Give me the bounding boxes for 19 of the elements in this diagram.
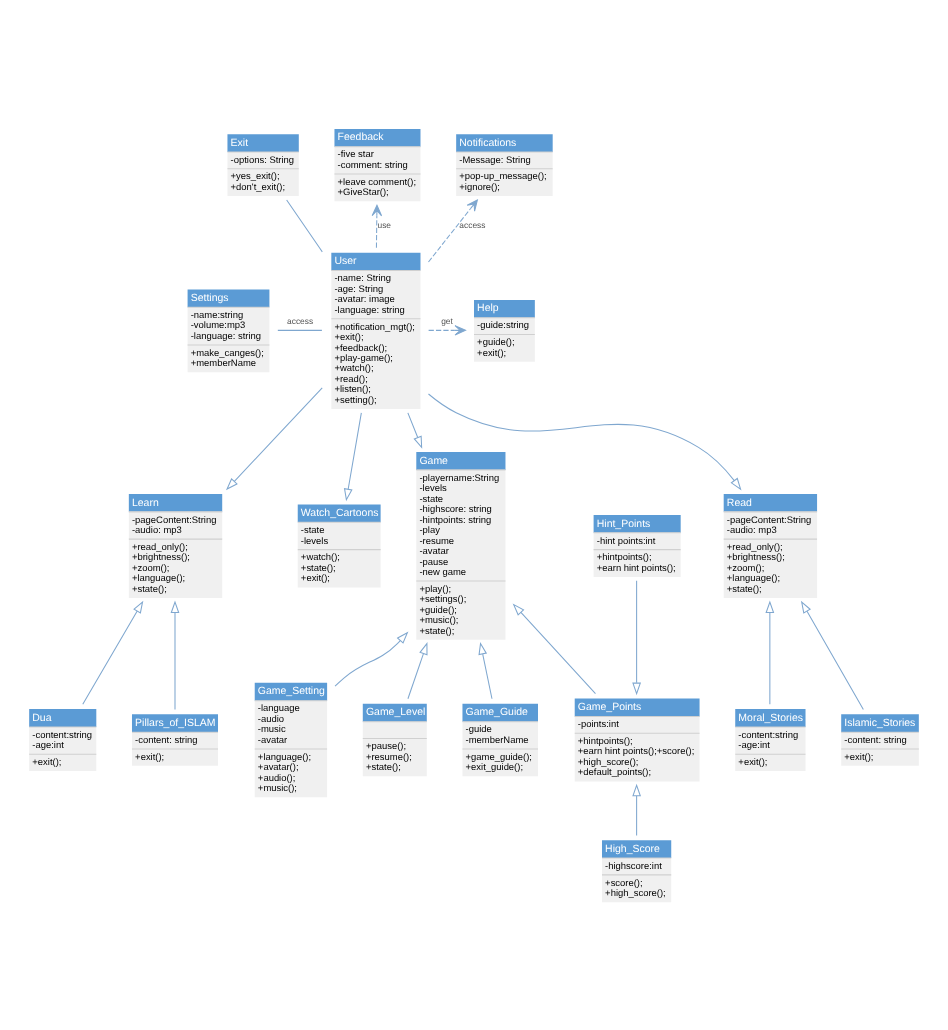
arrow <box>170 600 180 710</box>
arrow <box>427 393 742 491</box>
arrow <box>800 600 864 710</box>
arrow <box>632 580 642 696</box>
arrow <box>343 412 362 502</box>
arrow <box>427 199 478 263</box>
arrow <box>225 387 323 491</box>
arrow <box>512 603 596 695</box>
arrow <box>407 642 428 700</box>
arrow <box>371 204 383 249</box>
arrow <box>632 783 642 837</box>
arrow <box>82 600 144 705</box>
arrow <box>334 631 409 687</box>
arrow <box>407 412 423 449</box>
arrow <box>428 325 467 336</box>
connector <box>286 199 323 253</box>
arrow <box>478 642 493 700</box>
arrow <box>765 600 775 705</box>
connector <box>277 329 323 331</box>
